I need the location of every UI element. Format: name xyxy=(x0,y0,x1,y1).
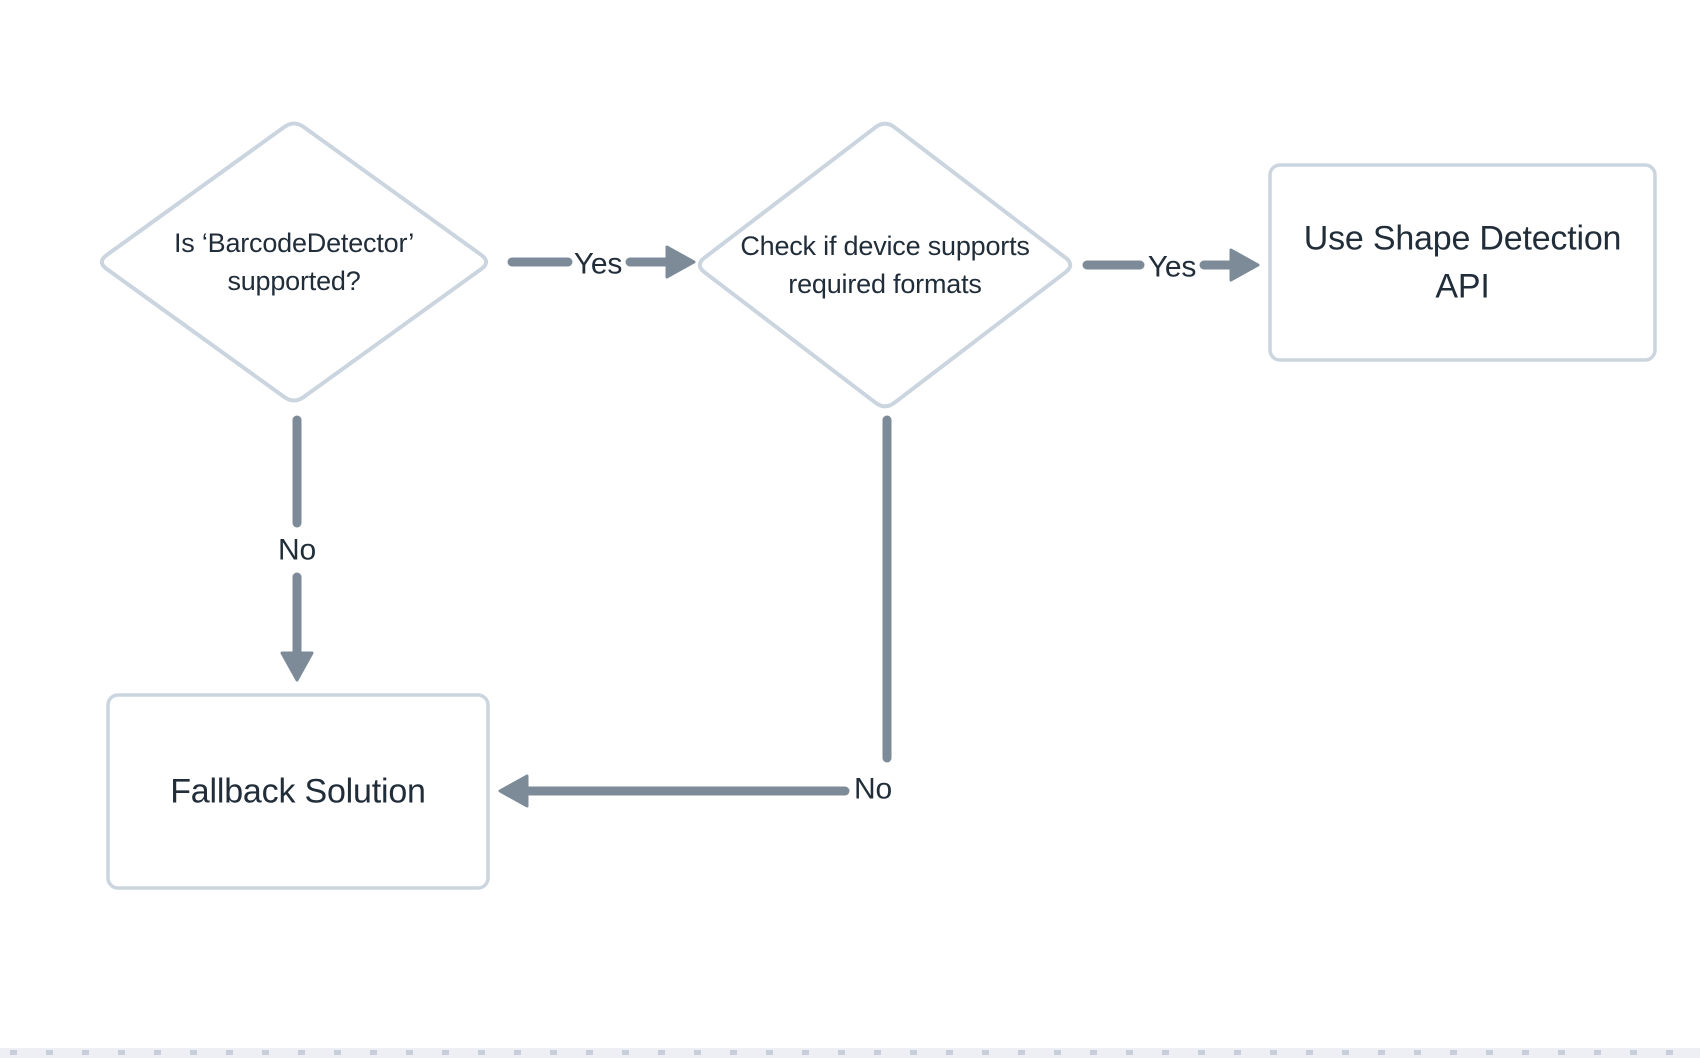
node-check-barcodedetector: Is ‘BarcodeDetector’ supported? xyxy=(99,121,489,403)
node-label: Is ‘BarcodeDetector’ xyxy=(174,228,414,258)
arrowhead-icon xyxy=(665,245,696,279)
edge-label: Yes xyxy=(574,248,622,281)
node-label: Fallback Solution xyxy=(170,773,426,811)
node-label: Check if device supports xyxy=(740,231,1029,261)
arrowhead-icon xyxy=(1229,248,1260,282)
rect-shape xyxy=(1268,163,1657,362)
arrowhead-icon xyxy=(280,651,314,682)
diamond-shape xyxy=(697,121,1073,409)
node-check-formats: Check if device supports required formats xyxy=(697,121,1073,409)
cropped-content-strip xyxy=(0,1048,1700,1058)
rect-shape xyxy=(106,693,490,890)
node-label: API xyxy=(1435,268,1489,306)
edge-label: Yes xyxy=(1148,251,1196,284)
node-label: Use Shape Detection xyxy=(1304,220,1622,258)
node-fallback-solution: Fallback Solution xyxy=(106,693,490,890)
arrowhead-icon xyxy=(498,774,529,808)
node-label: supported? xyxy=(227,266,360,296)
edge-label: No xyxy=(854,773,892,806)
diamond-shape xyxy=(99,121,489,403)
node-label: required formats xyxy=(788,269,981,299)
edge-label: No xyxy=(278,534,316,567)
